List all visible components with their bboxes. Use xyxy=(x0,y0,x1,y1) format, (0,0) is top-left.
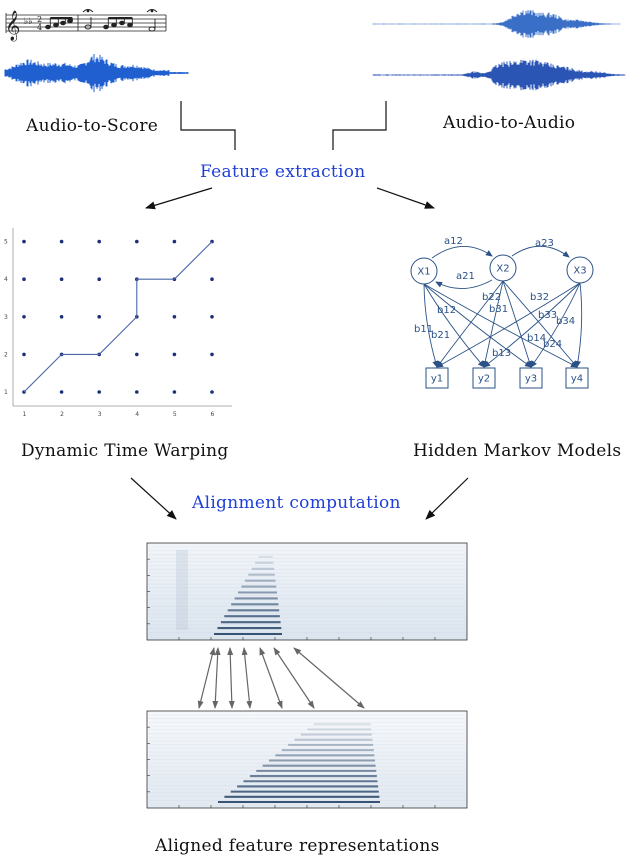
hmm-probability-label: b22 xyxy=(482,292,501,303)
correspondence-arrows xyxy=(197,647,365,709)
dtw-grid-point xyxy=(22,277,26,282)
correspondence-arrow xyxy=(259,647,283,709)
dtw-y-tick: 3 xyxy=(4,314,8,321)
spectrogram-bottom xyxy=(146,710,468,809)
correspondence-arrow xyxy=(241,647,253,709)
dtw-grid-point xyxy=(210,352,214,357)
dtw-grid-point xyxy=(135,390,139,394)
spectrogram-top xyxy=(146,542,468,641)
dtw-caption: Dynamic Time Warping xyxy=(21,441,229,461)
svg-text:X2: X2 xyxy=(496,264,509,275)
hmm-probability-label: b14 xyxy=(527,333,546,344)
dtw-x-tick: 3 xyxy=(98,411,102,418)
audio-to-audio-caption: Audio-to-Audio xyxy=(442,113,575,133)
dtw-grid-point xyxy=(135,239,139,244)
svg-text:2: 2 xyxy=(37,15,42,24)
svg-text:y3: y3 xyxy=(525,374,537,385)
svg-text:y2: y2 xyxy=(478,374,490,385)
dtw-grid-point xyxy=(172,390,177,394)
dtw-warping-path xyxy=(23,241,213,393)
hmm-probability-label: b11 xyxy=(414,324,433,335)
hmm-probability-label: b12 xyxy=(437,305,456,316)
dtw-grid-point xyxy=(210,315,214,319)
hmm-probability-label: b34 xyxy=(556,316,575,327)
arrow-hmm-to-alignment xyxy=(425,477,469,520)
hmm-observation-node: y1 xyxy=(425,367,449,389)
treble-clef-icon: 𝄞 xyxy=(5,10,20,42)
waveform-left xyxy=(4,54,189,92)
dtw-grid-point xyxy=(22,352,26,357)
aligned-representations-caption: Aligned feature representations xyxy=(154,836,440,856)
dtw-y-tick: 2 xyxy=(4,351,8,358)
dtw-grid-point xyxy=(172,315,177,319)
dtw-grid-point xyxy=(59,277,64,282)
dtw-x-tick: 4 xyxy=(135,411,139,418)
hmm-probability-label: b33 xyxy=(538,310,557,321)
hmm-state-node: X3 xyxy=(566,256,594,284)
dtw-x-tick: 5 xyxy=(173,411,177,418)
dtw-y-tick: 1 xyxy=(4,389,8,396)
waveform-right-bottom xyxy=(372,59,626,91)
svg-text:y1: y1 xyxy=(431,374,443,385)
dtw-grid-point xyxy=(210,277,214,282)
feature-extraction-label: Feature extraction xyxy=(200,162,366,182)
dtw-x-tick: 2 xyxy=(60,411,64,418)
dtw-grid-point xyxy=(59,390,64,394)
alignment-computation-label: Alignment computation xyxy=(191,493,401,513)
hmm-caption: Hidden Markov Models xyxy=(413,441,621,461)
hmm-probability-label: b21 xyxy=(431,330,450,341)
svg-text:4: 4 xyxy=(37,23,42,32)
correspondence-arrow xyxy=(227,647,235,709)
dtw-grid-point xyxy=(135,352,139,357)
dtw-grid-point xyxy=(22,239,26,244)
hmm-probability-label: b31 xyxy=(489,304,508,315)
svg-text:♭♭: ♭♭ xyxy=(24,17,33,27)
hmm-observation-node: y3 xyxy=(519,367,543,389)
arrow-dtw-to-alignment xyxy=(130,477,177,520)
right-connector xyxy=(332,101,387,150)
arrow-to-dtw xyxy=(145,187,213,210)
hmm-probability-label: b13 xyxy=(492,348,511,359)
left-connector xyxy=(180,101,236,150)
hmm-probability-label: a21 xyxy=(456,271,475,282)
hmm-probability-label: b24 xyxy=(543,339,562,350)
hmm-observation-node: y2 xyxy=(472,367,496,389)
dtw-x-tick: 6 xyxy=(211,411,215,418)
dtw-grid-point xyxy=(172,239,177,244)
dtw-grid-point xyxy=(210,390,214,394)
score-excerpt: 𝄞 ♭♭ 2 4 xyxy=(5,9,167,42)
arrow-to-hmm xyxy=(376,187,435,209)
dtw-plot: 1 2 3 4 5 6 1 2 3 4 5 xyxy=(4,228,232,418)
dtw-x-tick: 1 xyxy=(23,411,27,418)
svg-text:X3: X3 xyxy=(573,266,586,277)
dtw-grid-point xyxy=(97,277,101,282)
hmm-probability-label: b32 xyxy=(530,292,549,303)
dtw-grid-point xyxy=(172,352,177,357)
hmm-graph: X1 X2 X3 y1 y2 y3 y4 a12 a21 a23 b11 b12 b21 b22b31… xyxy=(410,236,594,389)
hmm-state-node: X2 xyxy=(489,254,517,282)
dtw-grid-point xyxy=(59,239,64,244)
hmm-state-node: X1 xyxy=(410,257,438,285)
dtw-grid-point xyxy=(59,315,64,319)
correspondence-arrow xyxy=(197,647,216,709)
correspondence-arrow xyxy=(293,647,365,709)
dtw-grid-point xyxy=(97,390,101,394)
svg-text:y4: y4 xyxy=(571,374,583,385)
audio-to-score-caption: Audio-to-Score xyxy=(25,116,158,136)
correspondence-arrow xyxy=(273,647,315,709)
hmm-probability-label: a23 xyxy=(535,238,554,249)
dtw-grid-point xyxy=(97,239,101,244)
hmm-observation-node: y4 xyxy=(565,367,589,389)
svg-text:X1: X1 xyxy=(417,267,430,278)
hmm-probability-label: a12 xyxy=(444,236,463,247)
waveform-right-top xyxy=(372,10,621,38)
dtw-y-tick: 5 xyxy=(4,239,8,246)
dtw-y-tick: 4 xyxy=(4,276,8,283)
correspondence-arrow xyxy=(212,647,221,709)
dtw-grid-point xyxy=(22,315,26,319)
dtw-grid-point xyxy=(97,315,101,319)
